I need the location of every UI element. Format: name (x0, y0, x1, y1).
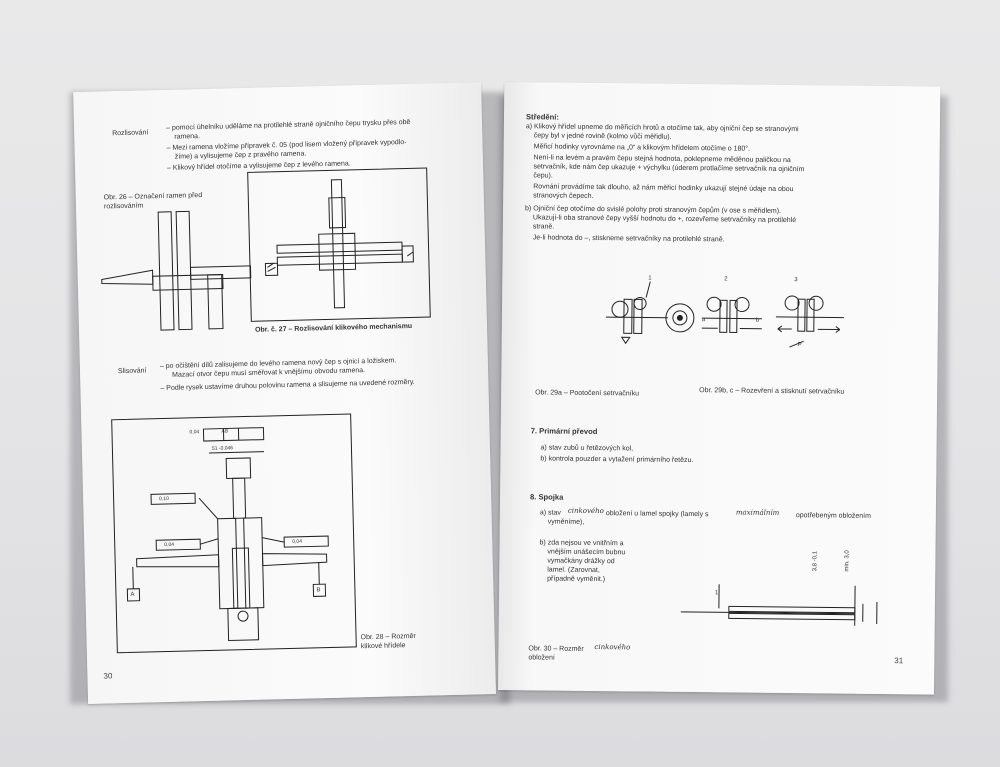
fig27-caption: Obr. č. 27 – Rozlisování klikového mecha… (254, 322, 413, 334)
tol-a-label: 0,10 (159, 495, 169, 503)
s8-a-part4: vyměníme), (547, 518, 585, 526)
roz-line-4: žíme) a vylisujeme čep z pravého ramena. (174, 150, 307, 161)
fig29-b-label: b (755, 317, 760, 324)
a-line-6: čepu). (533, 172, 553, 180)
fig30-n1: 1 (714, 590, 719, 597)
fig29-n2: 2 (724, 276, 728, 283)
fig27-press-drawing (264, 179, 414, 309)
fig29b-drawing (701, 296, 762, 333)
dim-top-label: 51 -0,046 (211, 445, 234, 452)
tol-b-label: 0,04 (164, 541, 175, 549)
s8-a-part2: obložení u lamel spojky (lamely s (605, 510, 709, 519)
tol-top-label: 0,04 (189, 429, 200, 436)
fig26-caption-1: Obr. 26 – Označení ramen před (103, 192, 203, 202)
rozlisovani-label: Rozlisování (112, 129, 149, 138)
b-line-3: straně. (532, 223, 555, 231)
fig30-d2: min. 3,0 (844, 550, 851, 572)
fig29a-drawing (605, 281, 695, 345)
datum-b-label: B (316, 587, 321, 594)
fig29-a-label: a (701, 317, 706, 324)
page-number-left: 30 (103, 671, 113, 681)
ab-top-label: AB (221, 428, 229, 435)
tol-c-label: 0,04 (292, 538, 303, 545)
a-line-8: stranových čepech. (533, 192, 594, 200)
left-page: Rozlisování – pomocí úhelníku uděláme na… (73, 82, 496, 704)
fig29a-caption: Obr. 29a – Pootočení setrvačníku (535, 389, 640, 398)
right-page: Středění: a) Klikový hřídel upneme do mě… (498, 82, 941, 695)
fig28-crankshaft-drawing (126, 427, 329, 642)
sli-line-3: – Podle rysek ustavíme druhou polovinu r… (160, 378, 415, 393)
a-line-3: Měřicí hodinky vyrovnáme na „0“ a klikov… (533, 143, 751, 153)
a-line-2: čepy byl v jedné rovině (kolmo vůči měři… (533, 132, 672, 141)
fig28-caption-2: klikové hřídele (360, 642, 406, 651)
fig29-n3: 3 (794, 277, 798, 284)
s7-item-b: b) kontrola pouzder a vytažení primárníh… (540, 455, 694, 465)
fig30-caption-handwritten: cinkového (594, 643, 631, 652)
roz-line-2: ramena. (174, 133, 201, 141)
section7-heading: 7. Primární převod (530, 426, 598, 437)
fig30-d1: 3,8 -0,1 (812, 550, 819, 572)
section8-heading: 8. Spojka (529, 492, 564, 502)
page-number-right: 31 (894, 656, 904, 666)
fig29-p-label: P (797, 342, 802, 349)
fig29c-drawing (775, 295, 844, 348)
fig29bc-caption: Obr. 29b, c – Rozevření a stisknutí setr… (699, 387, 845, 396)
slisovani-label: Slisování (117, 367, 147, 376)
fig29-n1: 1 (648, 275, 652, 282)
datum-a-label: A (130, 591, 135, 598)
b-line-4: Je-li hodnota do –, stiskneme setrvačník… (532, 234, 725, 244)
fig30-lamella-drawing (680, 584, 878, 626)
s7-item-a: a) stav zubů u řetězových kol, (540, 444, 634, 453)
fig30-caption-2: obložení (528, 654, 555, 662)
stredeni-heading: Středění: (525, 112, 559, 122)
fig26-crank-drawing (101, 210, 252, 331)
a-line-5: setrvačník, kde nám čep ukazuje + výchyl… (533, 163, 805, 174)
s8-a-handwritten-1: cinkového (567, 506, 604, 516)
roz-line-1: – pomocí úhelníku uděláme na protilehlé … (165, 118, 411, 132)
s8-a-part1: a) stav (539, 509, 561, 517)
s8-a-part3: opotřebeným obložením (795, 512, 871, 520)
s8-b-line-5: případně vyměnit.) (547, 575, 606, 584)
b-line-2: Ukazují-li oba stranové čepy vyšší hodno… (532, 214, 797, 225)
s8-a-handwritten-2: maximálním (735, 508, 780, 517)
